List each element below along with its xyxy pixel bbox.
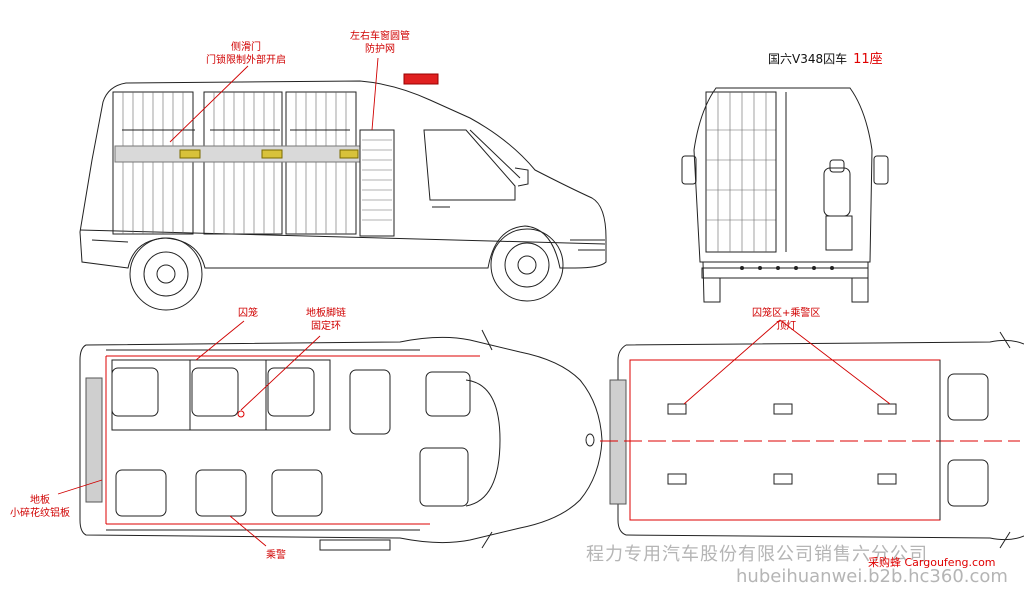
- floor-chain-label: 地板脚链 固定环: [306, 307, 346, 333]
- seat-count: 11座: [853, 52, 883, 67]
- ceiling-light-label-line1: 囚笼区+乘警区: [752, 308, 821, 319]
- window-guard-label-line1: 左右车窗圆管: [350, 31, 410, 42]
- model-title: 国六V348囚车 11座: [768, 48, 883, 67]
- side-door-label-line1: 侧滑门: [231, 42, 261, 53]
- cage-label-text: 囚笼: [238, 308, 258, 319]
- model-name: 国六V348囚车: [768, 52, 848, 66]
- guard-seat-label: 乘警: [266, 549, 286, 562]
- window-guard-label-line2: 防护网: [365, 44, 395, 55]
- top-view-ceiling: [600, 331, 1024, 549]
- side-door-label-line2: 门锁限制外部开启: [206, 55, 286, 66]
- top-view-interior: [79, 329, 603, 551]
- floor-label-line1: 地板: [30, 495, 50, 506]
- watermark-company: 程力专用汽车股份有限公司销售六分公司: [586, 544, 928, 565]
- side-door-label: 侧滑门 门锁限制外部开启: [206, 41, 286, 67]
- side-view: [79, 73, 607, 311]
- floor-chain-label-line1: 地板脚链: [306, 308, 346, 319]
- floor-label-line2: 小碎花纹铝板: [10, 508, 70, 519]
- floor-label: 地板 小碎花纹铝板: [10, 494, 70, 520]
- watermark-badge: 采购蜂 Cargoufeng.com: [868, 556, 996, 569]
- ceiling-light-label: 囚笼区+乘警区 顶灯: [752, 307, 820, 333]
- ceiling-light-label-line2: 顶灯: [776, 321, 797, 332]
- floor-chain-label-line2: 固定环: [311, 321, 341, 332]
- rear-view: [681, 87, 889, 303]
- leader-lines: [57, 57, 891, 547]
- guard-seat-label-text: 乘警: [266, 550, 286, 561]
- window-guard-label: 左右车窗圆管 防护网: [350, 30, 410, 56]
- watermark-site: hubeihuanwei.b2b.hc360.com: [736, 566, 1008, 587]
- cage-label: 囚笼: [238, 307, 258, 320]
